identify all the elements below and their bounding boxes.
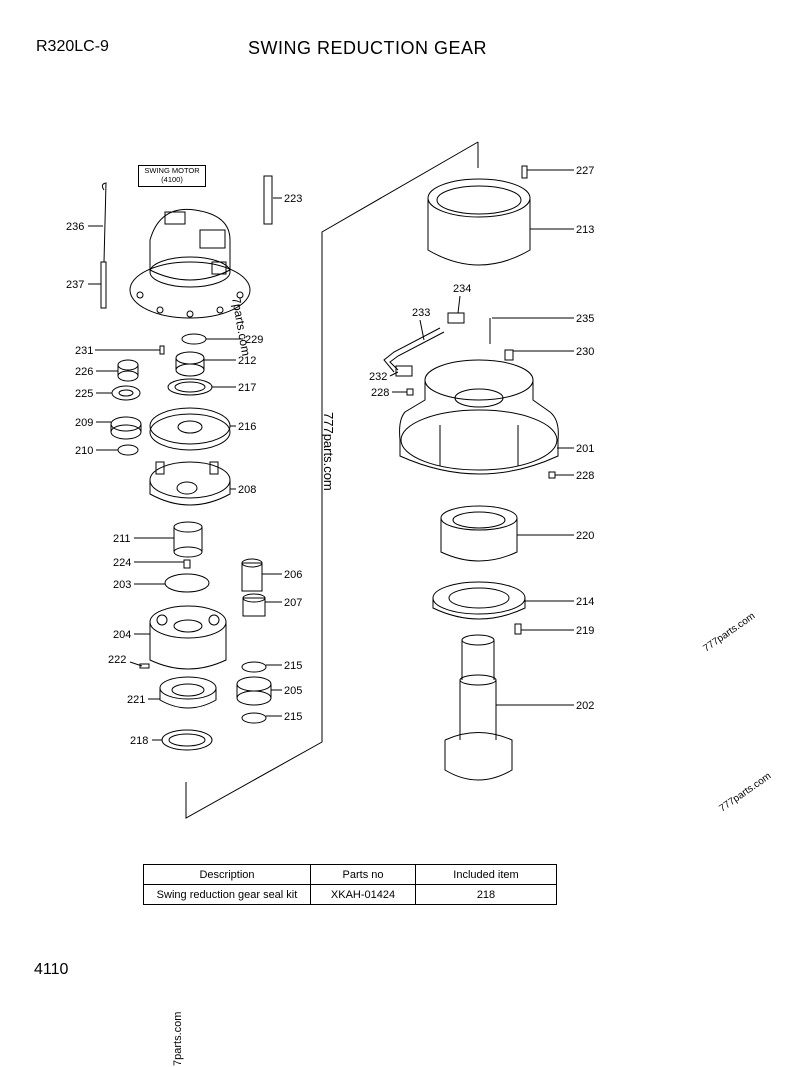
callout-223: 223 [284,193,302,205]
part-215-washer-bottom [241,712,267,724]
callout-212: 212 [238,355,256,367]
part-216-plate [149,407,231,451]
callout-221: 221 [127,694,145,706]
part-220-bearing [440,505,518,562]
swing-motor-reference-box: SWING MOTOR (4100) [138,165,206,187]
table-header-row: Description Parts no Included item [143,864,557,885]
part-206-pin [241,558,263,592]
part-237-pipe [100,261,107,309]
kit-parts-no: XKAH-01424 [310,884,416,905]
part-230-bolt [504,349,514,361]
watermark: 7parts.com [229,296,253,357]
watermark: 777parts.com [717,771,773,815]
callout-201: 201 [576,443,594,455]
part-204-carrier [149,605,227,670]
callout-209: 209 [75,417,93,429]
callout-211: 211 [113,533,131,545]
part-236-level-gauge [101,182,107,263]
callout-leaders [88,169,574,741]
callout-218: 218 [130,735,148,747]
callout-222: 222 [108,654,126,666]
part-221-bearing [159,676,217,709]
part-203-plate [164,573,210,593]
callout-215-bottom: 215 [284,711,302,723]
part-219-bolt [514,623,522,635]
callout-228-bottom: 228 [576,470,594,482]
model-number: R320LC-9 [36,38,109,55]
swing-motor-ref-number: (4100) [161,175,183,184]
callout-226: 226 [75,366,93,378]
callout-213: 213 [576,224,594,236]
part-201-housing [399,359,559,475]
seal-kit-table: Description Parts no Included item Swing… [143,864,557,905]
kit-included-item: 218 [415,884,557,905]
column-header-parts-no: Parts no [310,864,416,885]
part-229-seal [181,333,207,345]
part-210-washer [117,444,139,456]
part-208-carrier [149,461,231,506]
callout-214: 214 [576,596,594,608]
callout-204: 204 [113,629,131,641]
part-224-bolt [183,559,191,569]
watermark: 777parts.com [701,611,757,655]
part-233-hose [383,327,441,373]
part-223-bolt [263,175,273,225]
callout-224: 224 [113,557,131,569]
callout-227: 227 [576,165,594,177]
part-213-ring-gear [427,178,531,266]
page-title: SWING REDUCTION GEAR [248,38,488,58]
callout-236: 236 [66,221,84,233]
watermark: 777parts.com [321,412,336,491]
callout-235: 235 [576,313,594,325]
page-number: 4110 [34,961,69,978]
callout-233: 233 [412,307,430,319]
callout-234: 234 [453,283,471,295]
callout-230: 230 [576,346,594,358]
part-228-plug-top [406,388,414,396]
part-232-fitting [395,365,413,377]
callout-215-top: 215 [284,660,302,672]
part-207-bushing [242,593,266,617]
callout-206: 206 [284,569,302,581]
callout-202: 202 [576,700,594,712]
swing-motor-label: SWING MOTOR [144,166,200,175]
column-header-description: Description [143,864,311,885]
watermark: 7parts.com [172,1012,184,1066]
swing-motor [129,208,251,319]
kit-description: Swing reduction gear seal kit [143,884,311,905]
callout-219: 219 [576,625,594,637]
part-222-pin [139,663,150,669]
part-225-bearing [111,385,141,401]
callout-225: 225 [75,388,93,400]
part-227-bolt [521,165,528,179]
part-209-gear [110,416,142,440]
part-212-gear [175,351,205,377]
assembly-connector-line [185,141,479,819]
callout-208: 208 [238,484,256,496]
callout-216: 216 [238,421,256,433]
part-228-plug-bottom [548,471,556,479]
callout-237: 237 [66,279,84,291]
callout-232: 232 [369,371,387,383]
callout-220: 220 [576,530,594,542]
callout-228-top: 228 [371,387,389,399]
callout-205: 205 [284,685,302,697]
part-215-washer-top [241,661,267,673]
part-202-pinion-shaft [444,634,513,781]
part-231-plug [159,345,165,355]
table-row: Swing reduction gear seal kit XKAH-01424… [143,884,557,905]
part-234-fitting [447,312,465,324]
callout-207: 207 [284,597,302,609]
part-214-cover [432,581,526,620]
part-211-sun-gear [173,521,203,558]
callout-203: 203 [113,579,131,591]
column-header-included-item: Included item [415,864,557,885]
callout-217: 217 [238,382,256,394]
part-205-planet-gear [236,676,272,706]
callout-229: 229 [245,334,263,346]
part-226-bushing [117,359,139,382]
callout-210: 210 [75,445,93,457]
callout-231: 231 [75,345,93,357]
